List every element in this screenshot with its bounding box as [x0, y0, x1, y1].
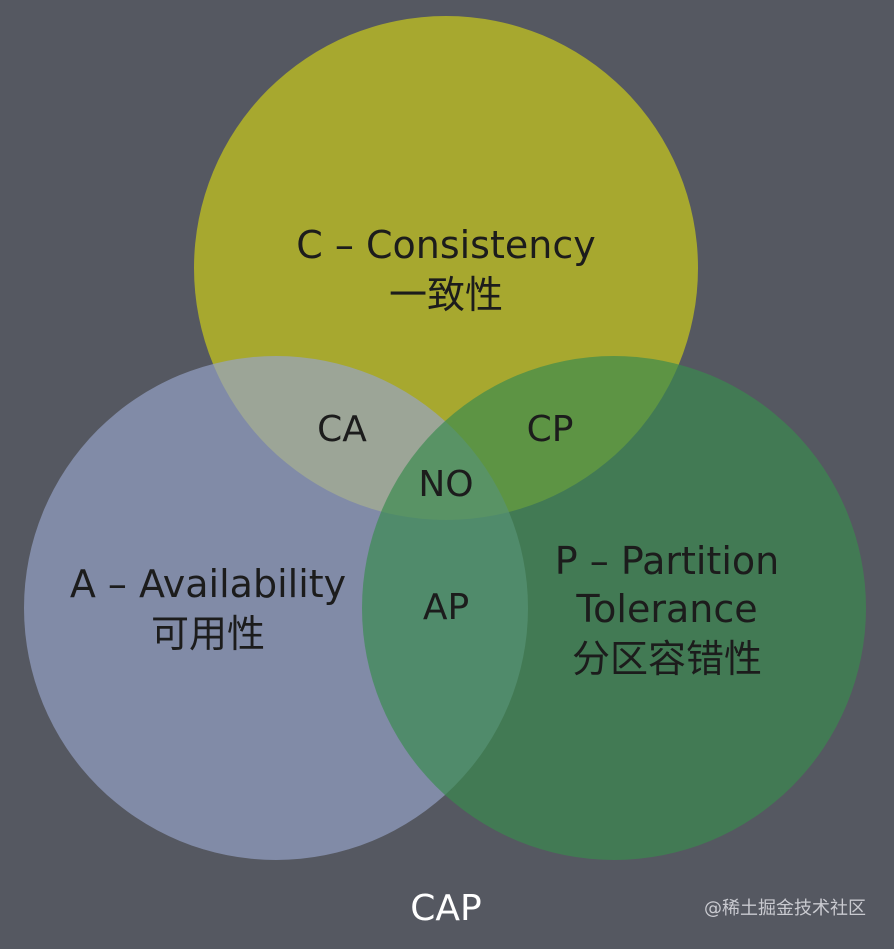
overlap-center-label: NO [418, 464, 473, 505]
consistency-label: C – Consistency [296, 223, 595, 267]
availability-label: A – Availability [70, 562, 346, 606]
overlap-ap-label: AP [423, 587, 469, 628]
overlap-ca-label: CA [317, 409, 367, 450]
partition-label-cn: 分区容错性 [572, 637, 762, 681]
partition-label-line2: Tolerance [575, 587, 757, 631]
partition-label-line1: P – Partition [555, 539, 779, 583]
consistency-label-cn: 一致性 [389, 273, 503, 317]
availability-label-cn: 可用性 [151, 612, 265, 656]
diagram-caption: CAP [410, 888, 481, 929]
watermark: @稀土掘金技术社区 [704, 898, 866, 919]
circle-partition-tolerance [362, 356, 866, 860]
overlap-cp-label: CP [527, 409, 574, 450]
